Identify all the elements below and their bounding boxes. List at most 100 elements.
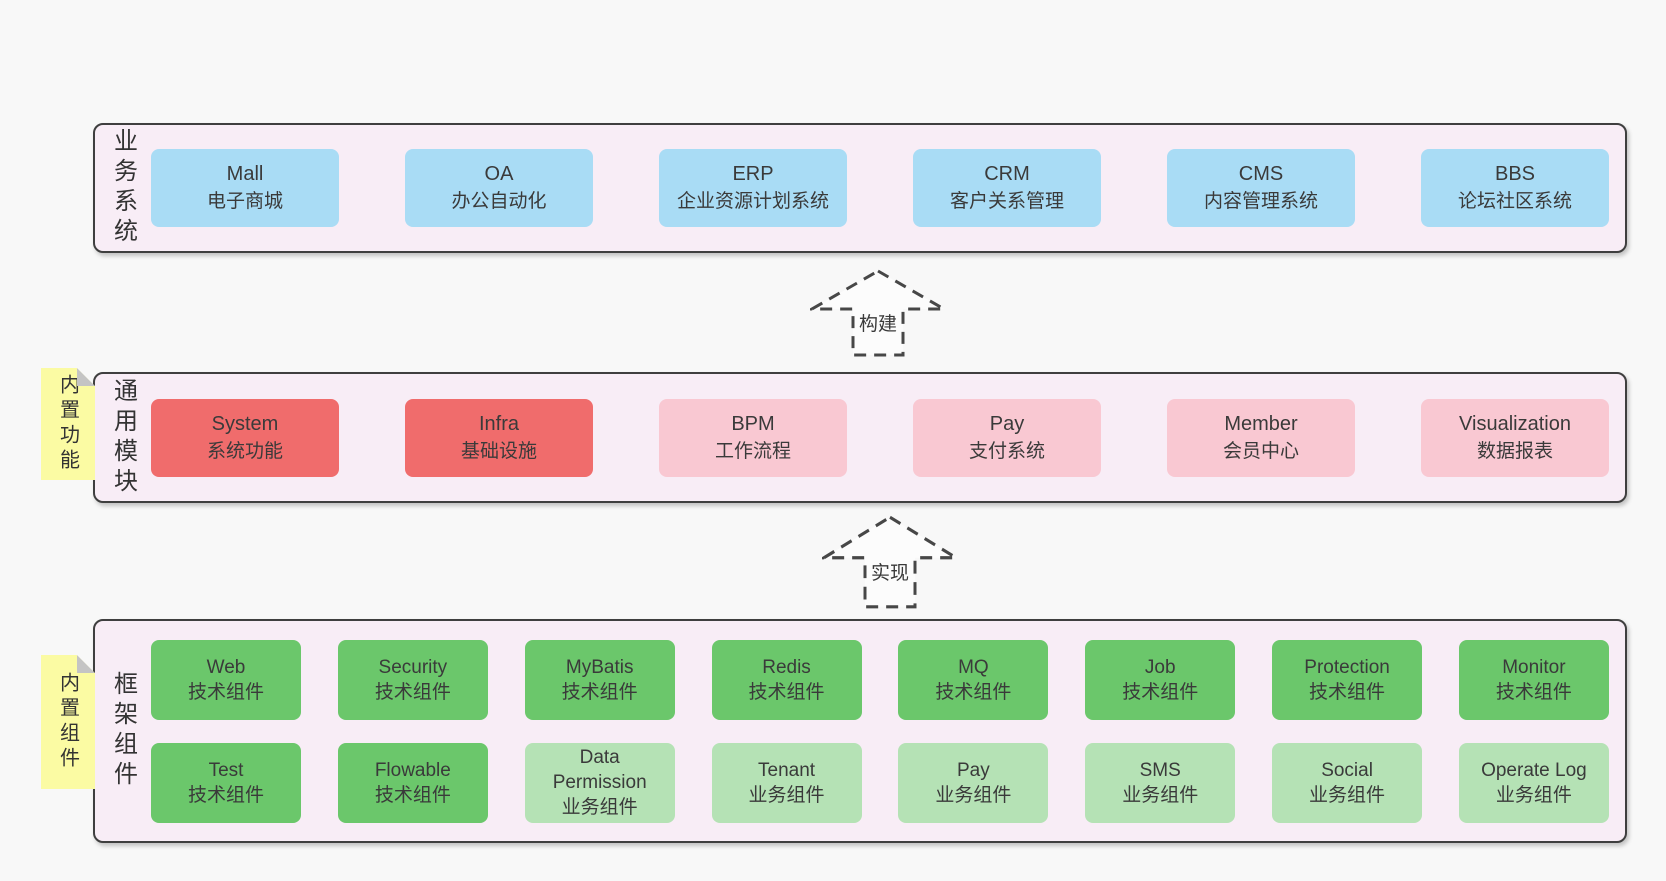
note-fold-icon xyxy=(77,655,95,673)
box-title: Protection xyxy=(1304,656,1390,678)
box-subtitle: 业务组件 xyxy=(1122,784,1199,806)
sticky-note-text: 内置组件 xyxy=(56,672,79,772)
box-subtitle: 内容管理系统 xyxy=(1203,191,1318,212)
sticky-note-builtin-features: 内置功能 xyxy=(41,368,95,480)
diagram-box-flowable: Flowable 技术组件 xyxy=(337,742,488,823)
box-title: CMS xyxy=(1238,163,1284,185)
section-business-systems: 业务系统 Mall 电子商城 OA 办公自动化 ERP 企业资源计划系统 CRM 客户关系管理… xyxy=(93,123,1627,253)
box-title: Pay xyxy=(957,759,990,781)
box-subtitle: 技术组件 xyxy=(935,681,1012,703)
box-title: Social xyxy=(1321,759,1373,781)
box-title: SMS xyxy=(1139,759,1181,781)
box-subtitle: 技术组件 xyxy=(187,681,264,703)
box-subtitle: 业务组件 xyxy=(935,784,1012,806)
section-label-business: 业务系统 xyxy=(109,128,137,248)
box-title: Test xyxy=(208,759,244,781)
diagram-box-cms: CMS 内容管理系统 xyxy=(1167,149,1355,227)
sticky-note-builtin-components: 内置组件 xyxy=(41,655,95,789)
box-subtitle: 企业资源计划系统 xyxy=(676,191,829,212)
box-subtitle: 技术组件 xyxy=(1495,681,1572,703)
diagram-box-visualization: Visualization 数据报表 xyxy=(1421,398,1609,477)
diagram-box-bpm: BPM 工作流程 xyxy=(659,398,847,477)
diagram-box-social: Social 业务组件 xyxy=(1272,742,1423,823)
note-fold-icon xyxy=(77,368,95,386)
box-subtitle: 业务组件 xyxy=(1309,784,1386,806)
box-subtitle: 系统功能 xyxy=(206,440,283,462)
build-arrow: 构建 xyxy=(810,268,946,358)
diagram-box-mybatis: MyBatis 技术组件 xyxy=(524,639,675,720)
diagram-box-mq: MQ 技术组件 xyxy=(898,639,1049,720)
diagram-box-mall: Mall 电子商城 xyxy=(151,149,339,227)
box-subtitle: 数据报表 xyxy=(1476,440,1553,462)
diagram-box-redis: Redis 技术组件 xyxy=(711,639,862,720)
box-title: MyBatis xyxy=(565,656,634,678)
box-subtitle: 技术组件 xyxy=(748,681,825,703)
box-title: BBS xyxy=(1494,163,1536,185)
box-title: Redis xyxy=(762,656,811,678)
box-title: Visualization xyxy=(1459,412,1571,435)
box-subtitle: 业务组件 xyxy=(1495,784,1572,806)
box-subtitle: 会员中心 xyxy=(1222,440,1299,462)
box-title: Member xyxy=(1224,412,1298,435)
box-title: Data Permission xyxy=(552,747,647,793)
box-title: OA xyxy=(484,163,514,185)
section-label-modules: 通用模块 xyxy=(109,377,137,498)
box-title: Flowable xyxy=(374,759,451,781)
box-subtitle: 办公自动化 xyxy=(451,191,547,212)
diagram-box-web: Web 技术组件 xyxy=(151,639,301,720)
sticky-note-text: 内置功能 xyxy=(56,374,79,474)
box-subtitle: 技术组件 xyxy=(561,681,638,703)
diagram-box-protection: Protection 技术组件 xyxy=(1272,639,1423,720)
box-subtitle: 支付系统 xyxy=(968,440,1045,462)
box-title: Infra xyxy=(478,412,520,435)
box-title: System xyxy=(211,412,279,435)
box-subtitle: 客户关系管理 xyxy=(949,191,1064,212)
box-title: Operate Log xyxy=(1481,759,1587,781)
box-title: Security xyxy=(378,656,448,678)
diagram-box-crm: CRM 客户关系管理 xyxy=(913,149,1101,227)
box-title: Pay xyxy=(989,412,1025,435)
box-subtitle: 技术组件 xyxy=(1122,681,1199,703)
box-subtitle: 基础设施 xyxy=(460,440,537,462)
box-subtitle: 论坛社区系统 xyxy=(1457,191,1572,212)
box-title: BPM xyxy=(731,412,775,435)
box-subtitle: 技术组件 xyxy=(374,784,451,806)
box-subtitle: 工作流程 xyxy=(714,440,791,462)
diagram-box-erp: ERP 企业资源计划系统 xyxy=(659,149,847,227)
box-title: CRM xyxy=(984,163,1030,185)
section-label-framework: 框架组件 xyxy=(109,671,137,791)
box-subtitle: 技术组件 xyxy=(1309,681,1386,703)
build-arrow-label: 构建 xyxy=(856,309,900,337)
diagram-box-system: System 系统功能 xyxy=(151,398,339,477)
box-title: Tenant xyxy=(758,759,816,781)
box-title: Job xyxy=(1144,656,1176,678)
box-subtitle: 电子商城 xyxy=(206,191,283,212)
box-subtitle: 技术组件 xyxy=(374,681,451,703)
business-boxes-row: Mall 电子商城 OA 办公自动化 ERP 企业资源计划系统 CRM 客户关系管理 CMS 内容… xyxy=(151,125,1625,251)
diagram-box-pay: Pay 业务组件 xyxy=(898,742,1049,823)
diagram-box-member: Member 会员中心 xyxy=(1167,398,1355,477)
diagram-box-operate-log: Operate Log 业务组件 xyxy=(1458,742,1609,823)
box-subtitle: 业务组件 xyxy=(561,797,638,818)
diagram-box-pay: Pay 支付系统 xyxy=(913,398,1101,477)
diagram-box-security: Security 技术组件 xyxy=(337,639,488,720)
box-title: Mall xyxy=(226,163,264,185)
box-title: MQ xyxy=(958,656,989,678)
diagram-box-tenant: Tenant 业务组件 xyxy=(711,742,862,823)
box-title: Web xyxy=(206,656,246,678)
diagram-box-job: Job 技术组件 xyxy=(1085,639,1236,720)
diagram-box-bbs: BBS 论坛社区系统 xyxy=(1421,149,1609,227)
implement-arrow-label: 实现 xyxy=(868,558,912,586)
box-subtitle: 业务组件 xyxy=(748,784,825,806)
implement-arrow: 实现 xyxy=(822,514,958,610)
diagram-box-data-permission: Data Permission 业务组件 xyxy=(524,742,675,823)
box-title: ERP xyxy=(732,163,774,185)
